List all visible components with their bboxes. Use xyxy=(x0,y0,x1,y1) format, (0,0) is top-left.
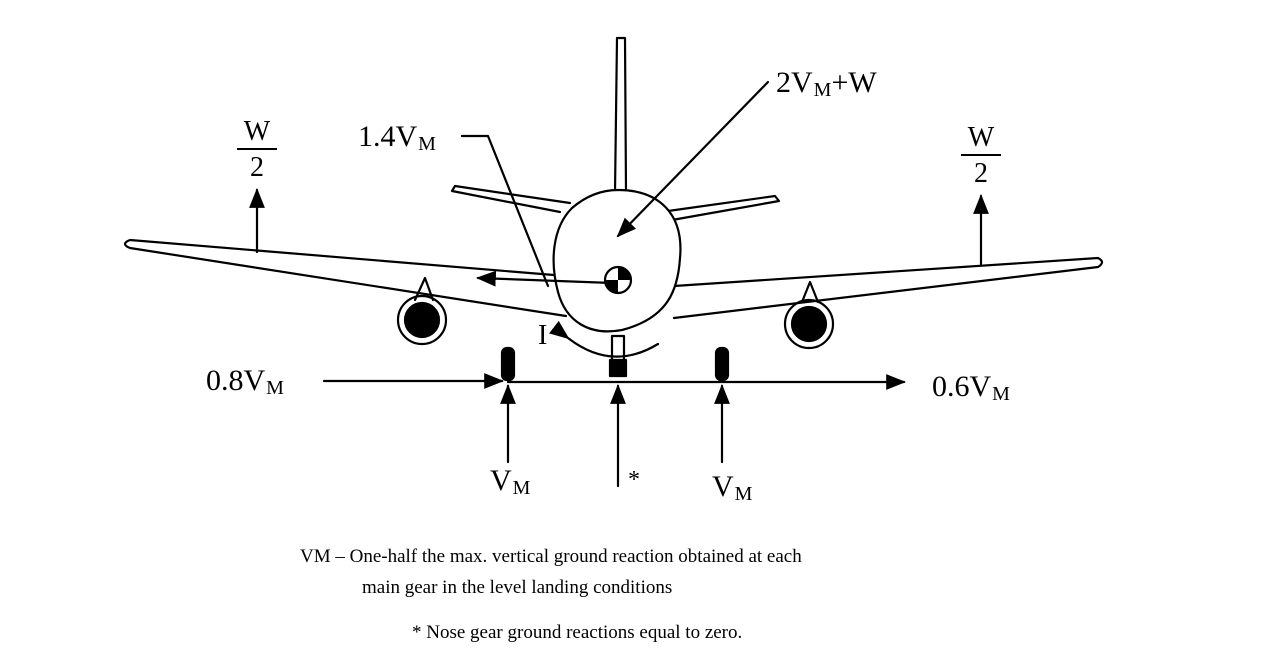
vm-definition-line-1: VM – One-half the max. vertical ground r… xyxy=(300,546,802,567)
vm-definition-line-2: main gear in the level landing condition… xyxy=(362,577,673,598)
nose-gear xyxy=(610,334,626,364)
nose-gear-note: * Nose gear ground reactions equal to ze… xyxy=(412,622,743,643)
right-drag-label: 0.6VM xyxy=(932,370,1010,405)
right-wing xyxy=(672,256,1104,320)
fuselage xyxy=(552,188,682,333)
vertical-tail xyxy=(613,36,628,194)
right-engine xyxy=(783,298,835,350)
right-engine-pylon xyxy=(800,280,820,304)
right-stabilizer xyxy=(666,194,781,222)
fuselage-load-arrow xyxy=(616,80,770,238)
left-ground-reaction-label: VM xyxy=(490,464,531,499)
left-stabilizer xyxy=(450,184,572,214)
side-load-leader xyxy=(460,134,550,288)
right-main-gear xyxy=(714,346,730,382)
left-drag-label: 0.8VM xyxy=(206,364,284,399)
right-ground-reaction-label: VM xyxy=(712,470,753,505)
inertia-label: I xyxy=(538,320,548,351)
nose-reaction-star: * xyxy=(628,467,640,493)
side-load-label: 1.4VM xyxy=(358,120,436,155)
left-engine xyxy=(396,294,448,346)
inertia-arc xyxy=(549,320,660,358)
fuselage-load-label: 2VM+W xyxy=(776,66,877,101)
left-engine-pylon xyxy=(413,276,435,302)
left-main-gear xyxy=(500,346,516,382)
left-wing xyxy=(123,238,568,318)
